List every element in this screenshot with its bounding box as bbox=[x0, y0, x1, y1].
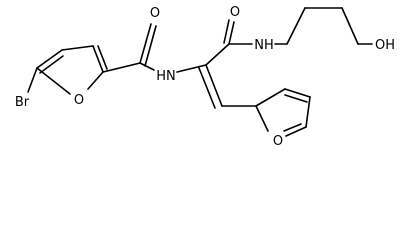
alkene-amide-chain bbox=[198, 7, 373, 109]
atom-labels: Br O O HN O NH OH O bbox=[15, 5, 395, 149]
bond bbox=[205, 64, 223, 107]
bond bbox=[284, 94, 308, 103]
bond bbox=[341, 7, 359, 45]
bond bbox=[139, 23, 152, 64]
amide-nitrogen-right-label: NH bbox=[254, 38, 274, 53]
bond bbox=[176, 64, 207, 73]
bond bbox=[102, 62, 141, 73]
bond bbox=[87, 71, 104, 90]
furan-ring bbox=[255, 88, 311, 137]
furan-oxygen-bottom-label: O bbox=[273, 134, 283, 149]
hydroxyl-label: OH bbox=[375, 38, 395, 53]
furan-oxygen-left-label: O bbox=[74, 93, 84, 108]
bond bbox=[61, 45, 94, 51]
bromine-label: Br bbox=[15, 95, 30, 110]
chemical-structure: Br O O HN O NH OH O bbox=[15, 5, 395, 149]
left-amide bbox=[102, 23, 207, 73]
bond bbox=[228, 21, 235, 45]
bond bbox=[92, 45, 104, 73]
bond bbox=[286, 7, 306, 45]
bond bbox=[139, 62, 155, 71]
carbonyl-oxygen-right-label: O bbox=[230, 5, 240, 20]
bromofuran-ring bbox=[27, 45, 108, 95]
carbonyl-oxygen-left-label: O bbox=[150, 6, 160, 21]
bond bbox=[305, 96, 311, 128]
bond bbox=[283, 123, 302, 132]
bond bbox=[255, 88, 286, 107]
bond bbox=[36, 67, 71, 95]
bond bbox=[284, 88, 311, 98]
bond bbox=[285, 126, 307, 137]
bond bbox=[27, 67, 38, 93]
bond bbox=[223, 19, 230, 44]
bond bbox=[36, 49, 63, 69]
bond bbox=[97, 45, 108, 70]
amide-nitrogen-left-label: HN bbox=[156, 69, 176, 84]
bond bbox=[144, 25, 157, 67]
bond bbox=[255, 105, 269, 132]
bond bbox=[205, 43, 230, 66]
bond bbox=[39, 55, 64, 74]
bond bbox=[198, 67, 216, 109]
